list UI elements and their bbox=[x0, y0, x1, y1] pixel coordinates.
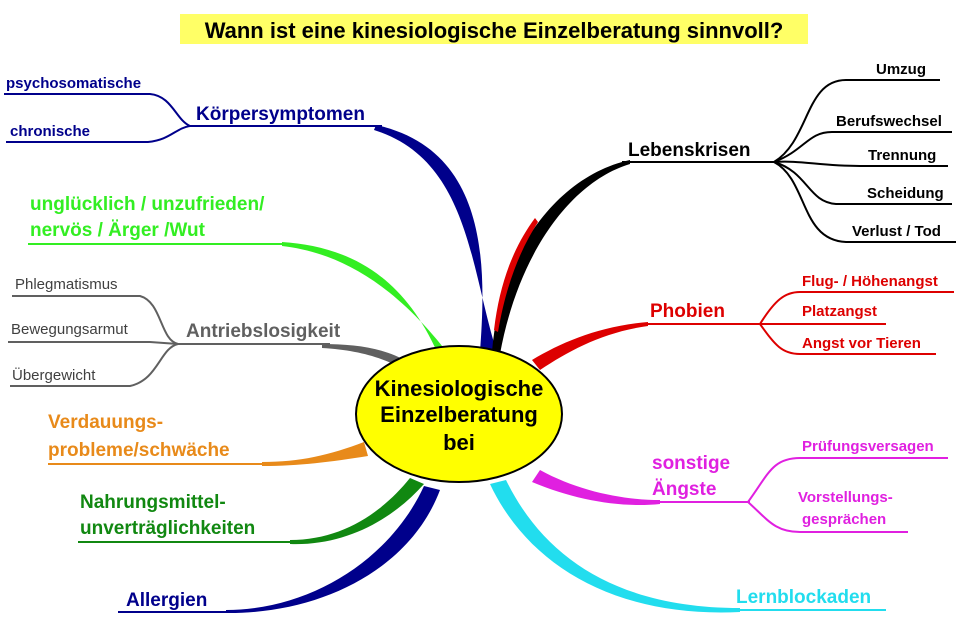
label-koerpersymptomen: Körpersymptomen bbox=[196, 104, 365, 125]
label-angst-tiere: Angst vor Tieren bbox=[802, 335, 921, 352]
label-bewegungsarmut: Bewegungsarmut bbox=[11, 321, 129, 338]
label-allergien: Allergien bbox=[126, 590, 207, 611]
branch-lernblockaden bbox=[490, 480, 740, 613]
sub-line-berufswechsel bbox=[773, 131, 952, 163]
label-verdauung-2: probleme/schwäche bbox=[48, 440, 230, 461]
label-nahrungsmittel-1: Nahrungsmittel- bbox=[80, 492, 226, 513]
label-verlust: Verlust / Tod bbox=[852, 223, 941, 240]
branch-lebenskrisen bbox=[492, 160, 630, 354]
sub-line-pruefung bbox=[747, 457, 948, 503]
label-aengste-1: sonstige bbox=[652, 453, 730, 474]
branch-lebenskrisen-accent bbox=[494, 218, 538, 332]
sub-line-psychosomatische bbox=[4, 93, 191, 127]
center-node bbox=[355, 345, 563, 483]
label-scheidung: Scheidung bbox=[867, 185, 944, 202]
label-trennung: Trennung bbox=[868, 147, 936, 164]
label-phlegmatismus: Phlegmatismus bbox=[15, 276, 118, 293]
label-antriebslosigkeit: Antriebslosigkeit bbox=[186, 321, 341, 342]
label-pruefung: Prüfungsversagen bbox=[802, 438, 934, 455]
branch-verdauung bbox=[262, 442, 368, 466]
sub-line-umzug bbox=[773, 79, 940, 163]
label-berufswechsel: Berufswechsel bbox=[836, 113, 942, 130]
sub-line-flug bbox=[759, 291, 954, 325]
label-flug: Flug- / Höhenangst bbox=[802, 273, 938, 290]
underlines bbox=[28, 125, 886, 613]
label-psychosomatische: psychosomatische bbox=[6, 75, 141, 92]
sub-line-vorstellung bbox=[747, 501, 908, 533]
branch-antriebslosigkeit bbox=[322, 344, 408, 368]
sub-line-uebergewicht bbox=[10, 343, 179, 387]
label-aengste-2: Ängste bbox=[652, 479, 716, 500]
label-nahrungsmittel-2: unverträglichkeiten bbox=[80, 518, 255, 539]
sub-branches bbox=[4, 79, 956, 533]
sub-line-scheidung bbox=[773, 161, 952, 205]
label-chronische: chronische bbox=[10, 123, 90, 140]
label-uebergewicht: Übergewicht bbox=[12, 366, 96, 384]
sub-line-phlegmatismus bbox=[12, 295, 179, 345]
sub-line-trennung bbox=[773, 160, 948, 167]
label-ungluecklich-2: nervös / Ärger /Wut bbox=[30, 220, 206, 241]
branch-nahrungsmittel bbox=[290, 478, 424, 545]
label-platzangst: Platzangst bbox=[802, 303, 877, 320]
label-vorstellung-2: gesprächen bbox=[802, 511, 886, 528]
sub-line-chronische bbox=[6, 125, 191, 143]
sub-line-angst-tiere bbox=[759, 323, 936, 355]
page-title: Wann ist eine kinesiologische Einzelbera… bbox=[205, 18, 784, 43]
branch-allergien bbox=[226, 486, 440, 614]
sub-line-verlust bbox=[773, 161, 956, 243]
center-line-3: bei bbox=[443, 430, 475, 455]
label-ungluecklich-1: unglücklich / unzufrieden/ bbox=[30, 194, 265, 215]
sub-line-bewegungsarmut bbox=[8, 341, 179, 345]
title-highlight bbox=[180, 14, 808, 44]
label-phobien: Phobien bbox=[650, 301, 725, 322]
center-line-2: Einzelberatung bbox=[380, 402, 538, 427]
label-vorstellung-1: Vorstellungs- bbox=[798, 489, 893, 506]
label-verdauung-1: Verdauungs- bbox=[48, 412, 163, 433]
label-umzug: Umzug bbox=[876, 61, 926, 78]
branch-koerpersymptomen bbox=[374, 125, 498, 356]
label-lernblockaden: Lernblockaden bbox=[736, 587, 871, 608]
branch-aengste bbox=[532, 470, 660, 506]
label-lebenskrisen: Lebenskrisen bbox=[628, 140, 751, 161]
branch-phobien bbox=[532, 322, 648, 370]
center-line-1: Kinesiologische bbox=[375, 376, 544, 401]
